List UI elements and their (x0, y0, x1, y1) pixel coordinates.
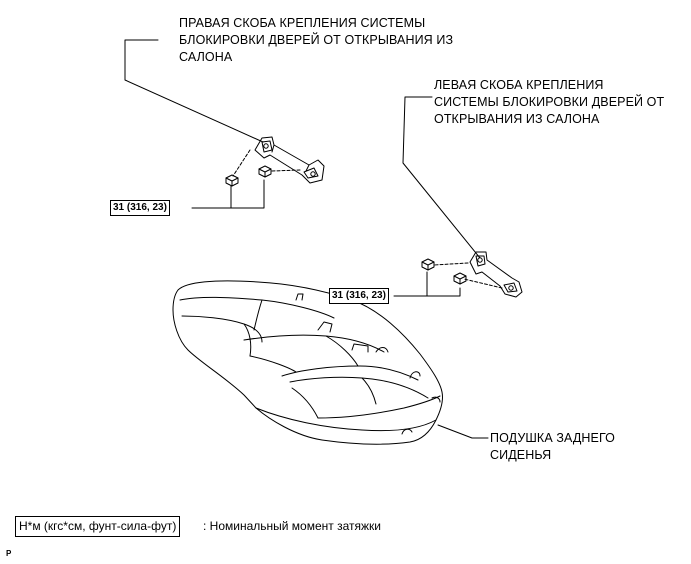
legend-torque-box: Н*м (кгс*см, фунт-сила-фут) (15, 516, 181, 537)
label-cushion: ПОДУШКА ЗАДНЕГО СИДЕНЬЯ (490, 430, 615, 464)
right-bracket (225, 136, 325, 187)
rear-seat-cushion (172, 280, 443, 445)
figure-code: P (6, 549, 12, 558)
leader-lines (124, 39, 489, 439)
label-left-bracket-line-1: ЛЕВАЯ СКОБА КРЕПЛЕНИЯ (434, 78, 604, 92)
leader-torque-left (393, 271, 428, 297)
torque-spec-left: 31 (316, 23) (329, 288, 389, 304)
label-right-bracket-line-2: БЛОКИРОВКИ ДВЕРЕЙ ОТ ОТКРЫВАНИЯ ИЗ (179, 33, 454, 47)
label-right-bracket: ПРАВАЯ СКОБА КРЕПЛЕНИЯ СИСТЕМЫ БЛОКИРОВК… (179, 15, 453, 66)
label-right-bracket-line-1: ПРАВАЯ СКОБА КРЕПЛЕНИЯ СИСТЕМЫ (179, 16, 426, 30)
label-left-bracket: ЛЕВАЯ СКОБА КРЕПЛЕНИЯ СИСТЕМЫ БЛОКИРОВКИ… (434, 77, 664, 128)
leader-left-bracket (402, 96, 481, 259)
label-cushion-line-1: ПОДУШКА ЗАДНЕГО (490, 431, 615, 445)
legend-torque-description: : Номинальный момент затяжки (203, 519, 381, 533)
left-bolt-2 (453, 272, 467, 285)
right-bolt-1 (225, 174, 239, 187)
label-left-bracket-line-3: ОТКРЫВАНИЯ ИЗ САЛОНА (434, 112, 600, 126)
label-left-bracket-line-2: СИСТЕМЫ БЛОКИРОВКИ ДВЕРЕЙ ОТ (434, 95, 665, 109)
right-bolt-2 (258, 165, 272, 178)
leader-torque-right-2 (230, 179, 265, 209)
leader-cushion (437, 424, 489, 439)
left-bolt-1 (421, 258, 435, 271)
label-right-bracket-line-3: САЛОНА (179, 50, 233, 64)
torque-spec-right: 31 (316, 23) (110, 200, 170, 216)
left-bracket (421, 251, 523, 298)
label-cushion-line-2: СИДЕНЬЯ (490, 448, 552, 462)
leader-torque-right (191, 185, 232, 209)
leader-torque-left-2 (426, 287, 461, 297)
leader-right-bracket (124, 39, 264, 143)
